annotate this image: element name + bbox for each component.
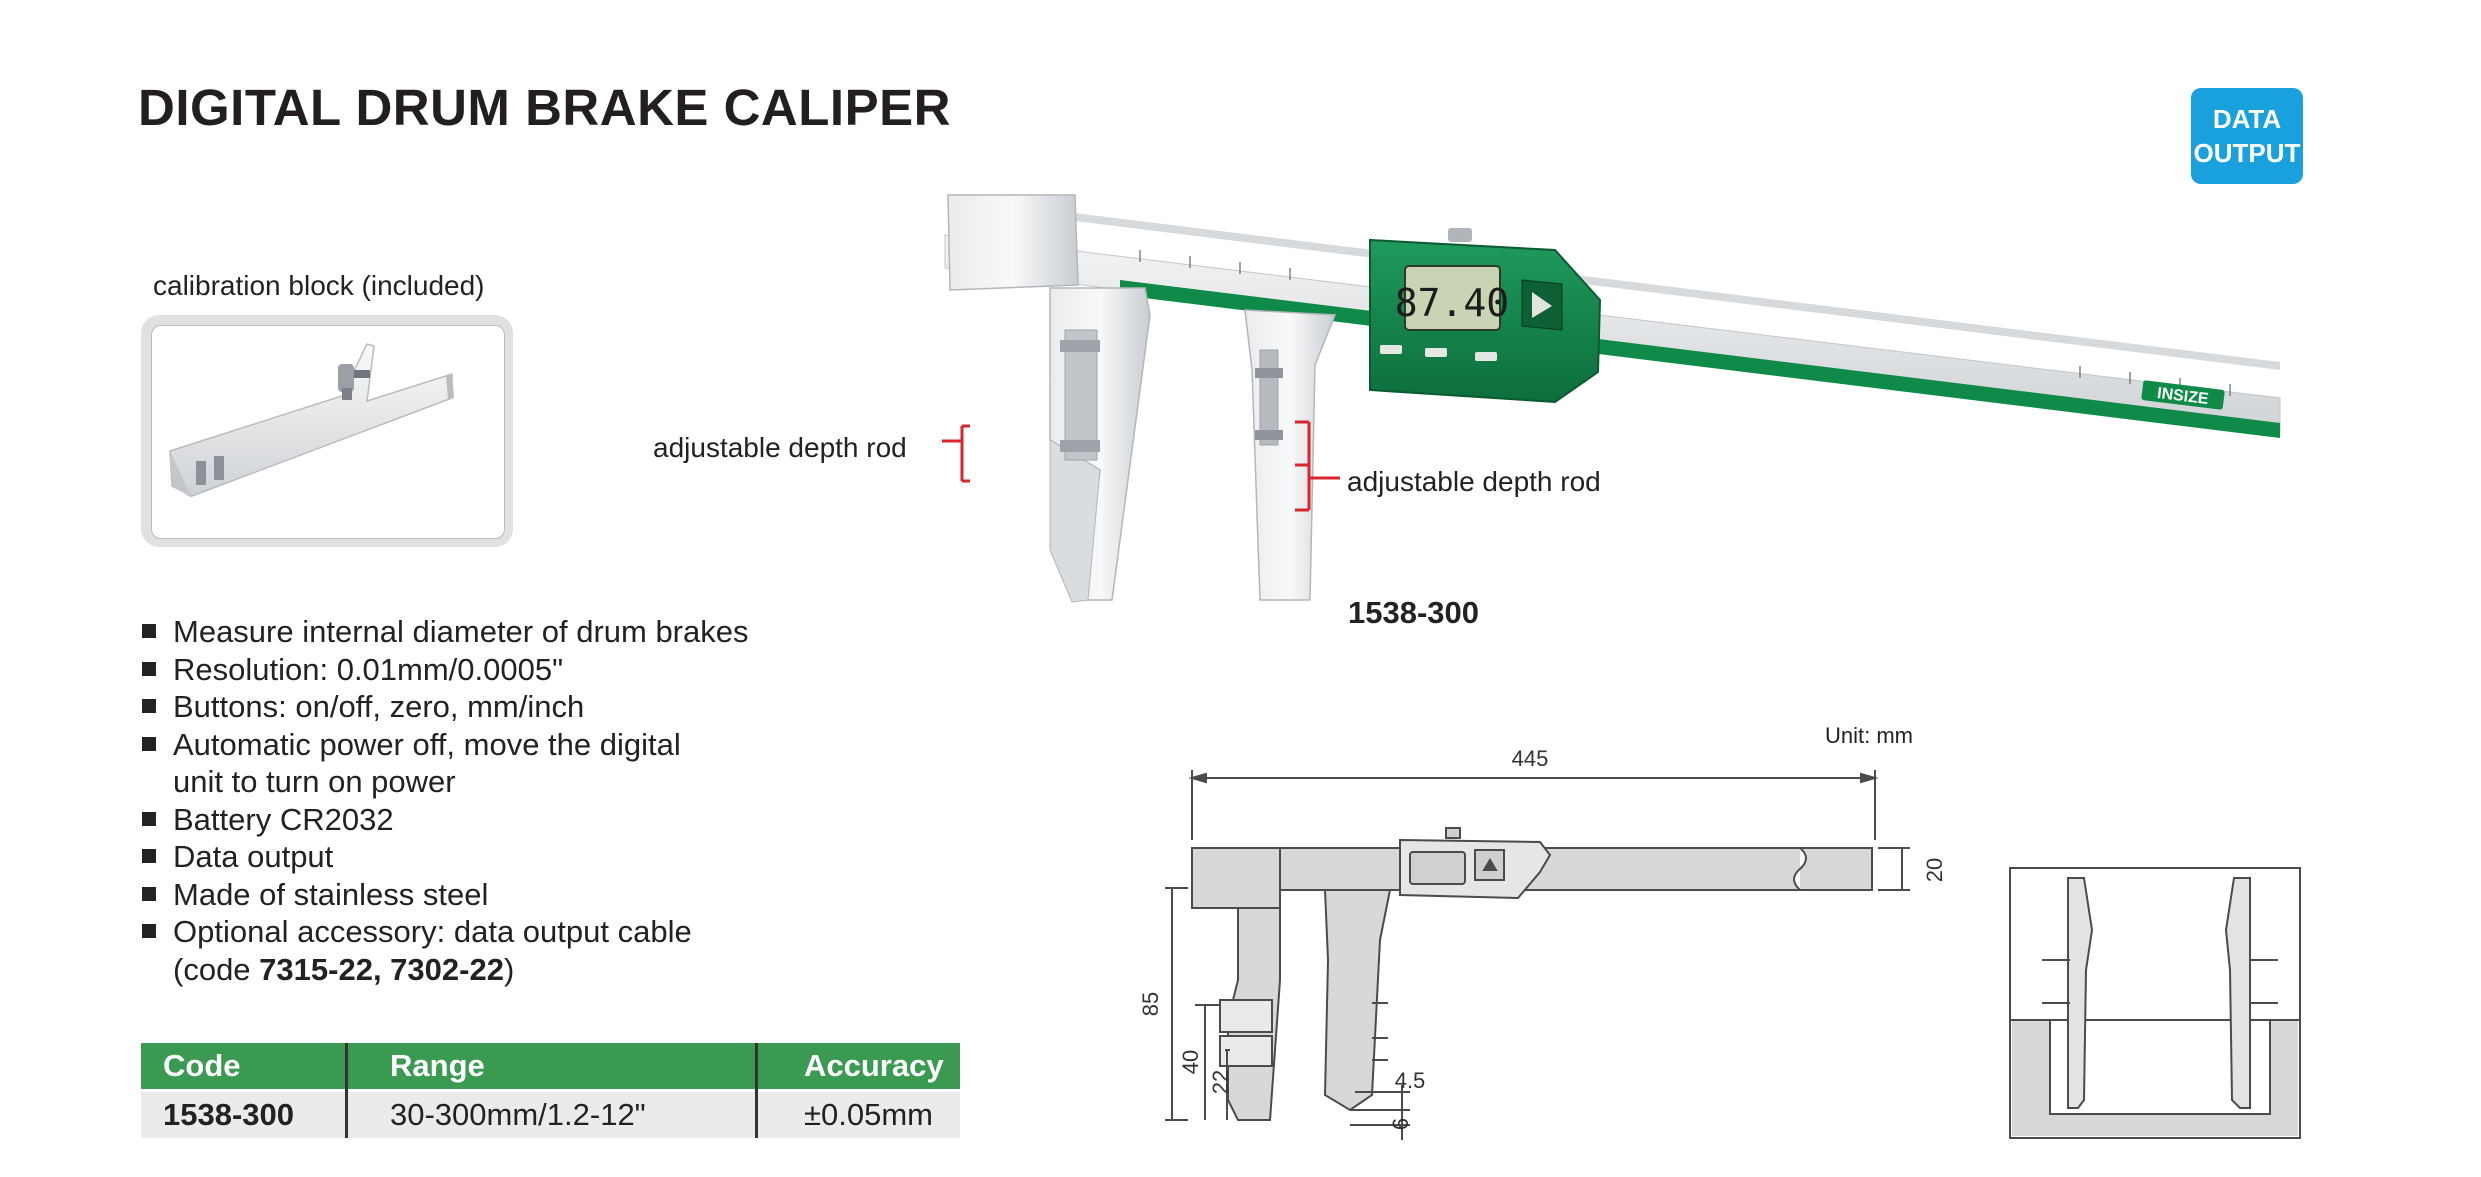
cell-range: 30-300mm/1.2-12" <box>345 1089 757 1138</box>
bullet-icon <box>142 661 156 676</box>
dimension-drawing: 445 20 85 40 22 4.5 6 <box>1110 720 2370 1150</box>
column-header-code: Code <box>141 1043 347 1091</box>
dim-tip-width: 4.5 <box>1395 1068 1426 1093</box>
data-output-badge: DATA OUTPUT <box>2191 88 2303 184</box>
caliper-product-photo: 87.40 INSIZE <box>900 140 2300 610</box>
callout-left-bracket <box>942 424 970 483</box>
bullet-icon <box>142 736 156 751</box>
calibration-block-image-frame <box>141 315 513 547</box>
model-number: 1538-300 <box>1348 595 1480 630</box>
bullet-icon <box>142 886 156 901</box>
dimension-drawing-svg: 445 20 85 40 22 4.5 6 <box>1138 746 2301 1150</box>
calibration-block-drawing <box>169 343 454 498</box>
feature-item: Made of stainless steel <box>140 876 748 914</box>
feature-item: Optional accessory: data output cable(co… <box>140 913 748 988</box>
dim-jaw-depth: 85 <box>1138 992 1163 1016</box>
cell-code: 1538-300 <box>141 1089 347 1138</box>
spec-table: Code Range Accuracy 1538-300 30-300mm/1.… <box>141 1043 960 1138</box>
dim-rod-low: 40 <box>1178 1050 1203 1074</box>
caliper-illustration: 87.40 INSIZE <box>942 194 2281 603</box>
bullet-icon <box>142 924 156 938</box>
bullet-icon <box>142 811 156 826</box>
bullet-icon <box>142 699 156 713</box>
callout-left-label: adjustable depth rod <box>653 432 907 463</box>
brand-logo: INSIZE <box>2156 385 2210 408</box>
column-header-accuracy: Accuracy <box>755 1043 960 1091</box>
calibration-caption: calibration block (included) <box>153 270 485 301</box>
feature-item: Buttons: on/off, zero, mm/inch <box>140 688 748 726</box>
accessory-codes: 7315-22, 7302-22 <box>259 951 504 987</box>
table-row: 1538-300 30-300mm/1.2-12" ±0.05mm <box>141 1089 960 1138</box>
dim-beam-height: 20 <box>1922 858 1947 882</box>
unit-label: Unit: mm <box>1825 723 1913 748</box>
badge-line-2: OUTPUT <box>2193 138 2301 168</box>
feature-item: Resolution: 0.01mm/0.0005" <box>140 651 748 689</box>
dim-rod-mid: 22 <box>1208 1070 1233 1094</box>
dim-overall: 445 <box>1512 746 1549 771</box>
badge-line-1: DATA <box>2212 104 2282 134</box>
feature-item: Measure internal diameter of drum brakes <box>140 613 748 651</box>
callout-right-label: adjustable depth rod <box>1347 466 1601 497</box>
bullet-icon <box>142 624 156 638</box>
bullet-icon <box>142 849 156 863</box>
feature-list: Measure internal diameter of drum brakes… <box>140 613 748 988</box>
dim-tip-height: 6 <box>1388 1118 1413 1130</box>
column-header-range: Range <box>345 1043 757 1091</box>
feature-item: Data output <box>140 838 748 876</box>
calibration-block-image <box>151 325 505 539</box>
table-header-row: Code Range Accuracy <box>141 1043 960 1091</box>
page-title: DIGITAL DRUM BRAKE CALIPER <box>138 79 951 136</box>
display-reading: 87.40 <box>1395 281 1509 325</box>
cell-accuracy: ±0.05mm <box>755 1089 960 1138</box>
feature-item: Battery CR2032 <box>140 801 748 839</box>
callout-right-bracket <box>1295 420 1340 512</box>
